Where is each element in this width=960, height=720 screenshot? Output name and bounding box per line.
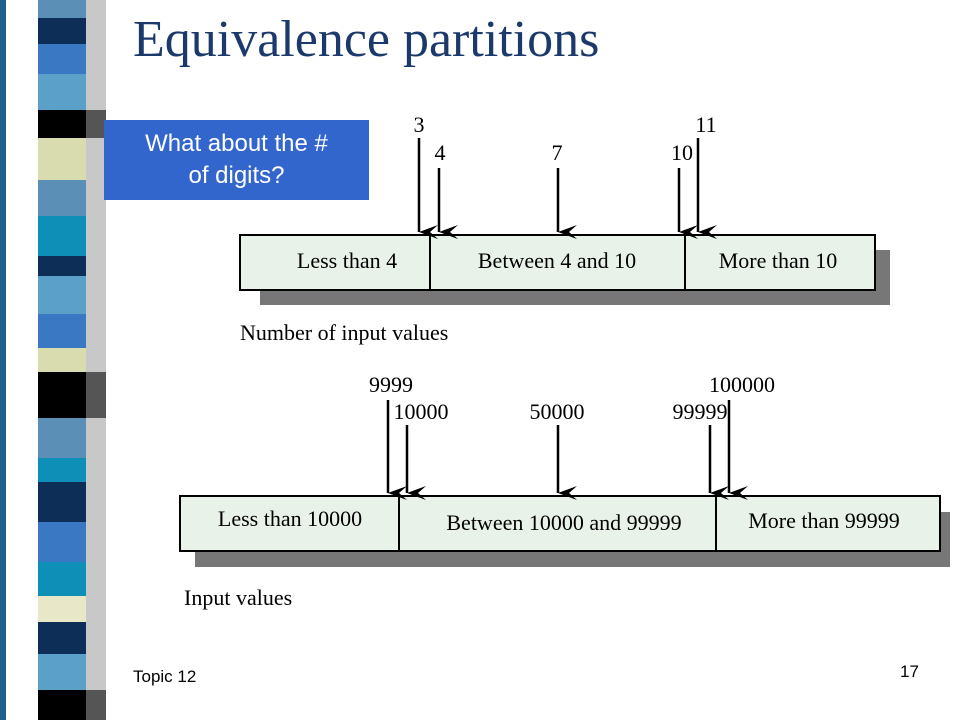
diagram-1-label-4: 4 xyxy=(435,140,446,165)
callout-box: What about the # of digits? xyxy=(104,120,369,200)
diagram-1-partition-3: More than 10 xyxy=(719,248,838,273)
callout-line-1: What about the # xyxy=(145,130,328,157)
diagram-2-caption: Input values xyxy=(184,585,292,610)
diagram-1-label-7: 7 xyxy=(552,140,563,165)
diagram-2-partition-2: Between 10000 and 99999 xyxy=(446,510,681,535)
diagram-2-label-100000: 100000 xyxy=(709,372,775,397)
footer-topic: Topic 12 xyxy=(133,667,197,686)
diagram-1-caption: Number of input values xyxy=(240,320,448,345)
slide-title: Equivalence partitions xyxy=(133,11,600,68)
diagram-1-partition-2: Between 4 and 10 xyxy=(478,248,636,273)
diagram-1: Less than 4 Between 4 and 10 More than 1… xyxy=(239,112,890,345)
diagram-2-label-10000: 10000 xyxy=(394,399,449,424)
diagram-2-partition-3: More than 99999 xyxy=(748,508,900,533)
diagram-1-partition-1: Less than 4 xyxy=(297,248,397,273)
diagram-1-label-10: 10 xyxy=(671,140,693,165)
decorative-stripe-bar xyxy=(0,0,110,720)
page-number: 17 xyxy=(900,662,919,681)
diagram-1-label-11: 11 xyxy=(695,112,716,137)
diagram-2-label-99999: 99999 xyxy=(673,399,728,424)
diagram-2: Less than 10000 Between 10000 and 99999 … xyxy=(179,372,950,610)
diagram-1-label-3: 3 xyxy=(414,112,425,137)
diagram-2-box xyxy=(179,495,941,552)
callout-line-2: of digits? xyxy=(188,162,285,189)
diagram-1-box xyxy=(239,234,876,291)
diagram-2-label-9999: 9999 xyxy=(369,372,413,397)
diagram-2-partition-1: Less than 10000 xyxy=(218,506,362,531)
diagram-2-label-50000: 50000 xyxy=(530,399,585,424)
